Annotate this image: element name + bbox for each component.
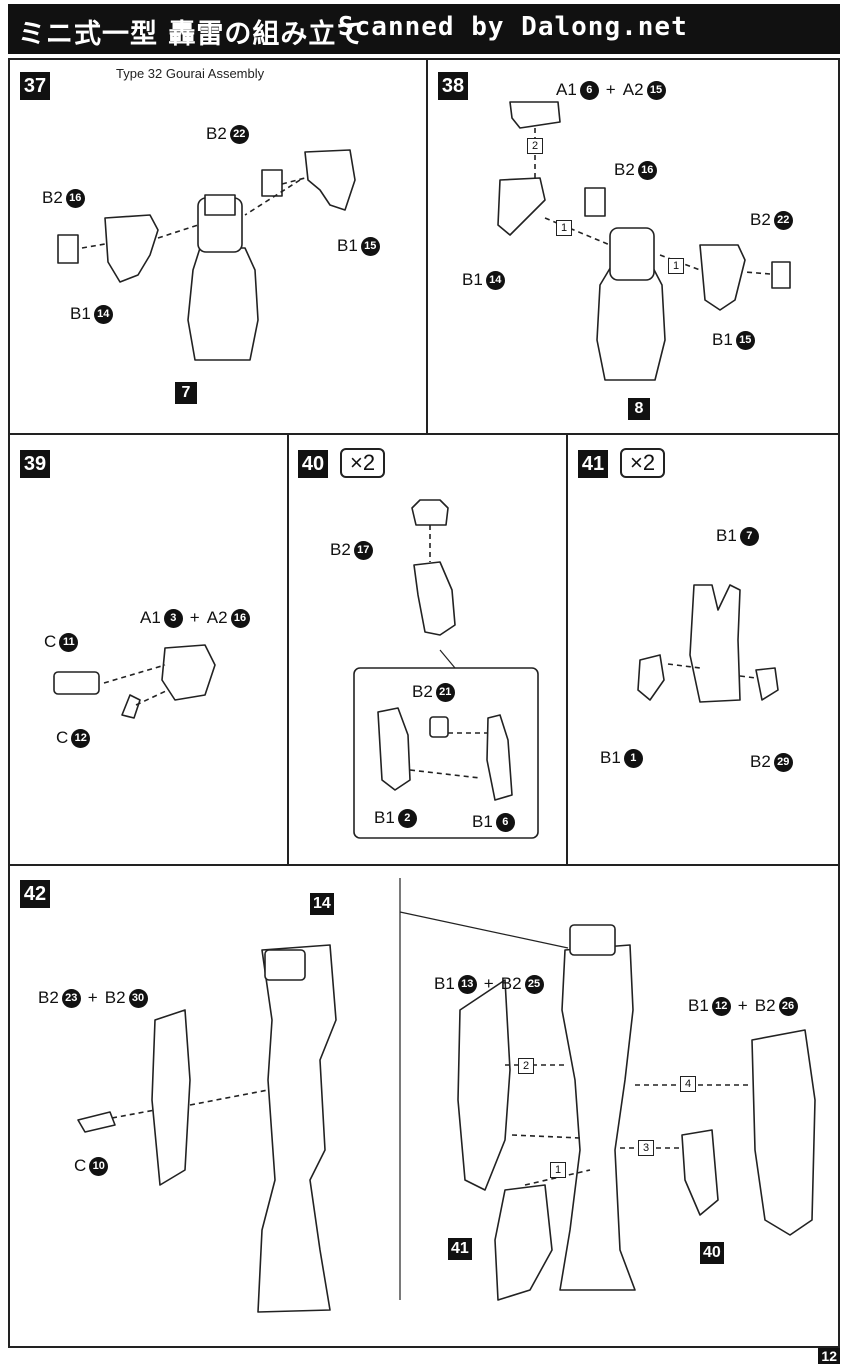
divider	[8, 864, 840, 866]
divider	[287, 433, 289, 866]
order-marker: 4	[680, 1076, 696, 1092]
step-number: 38	[438, 72, 468, 100]
divider	[566, 433, 568, 866]
step-number: 40	[298, 450, 328, 478]
step-number: 39	[20, 450, 50, 478]
assembly-ref: 40	[700, 1242, 724, 1264]
order-marker: 2	[527, 138, 543, 154]
divider	[426, 58, 428, 435]
step-subtitle: Type 32 Gourai Assembly	[116, 66, 265, 81]
order-marker: 1	[668, 258, 684, 274]
assembly-ref: 14	[310, 893, 334, 915]
order-marker: 2	[518, 1058, 534, 1074]
instruction-frame	[8, 58, 840, 1348]
divider	[8, 433, 840, 435]
step-number: 41	[578, 450, 608, 478]
assembly-ref: 7	[175, 382, 197, 404]
page-title: ミニ式一型 轟雷の組み立て	[18, 19, 365, 50]
page-number: 12	[818, 1348, 840, 1364]
assembly-ref: 8	[628, 398, 650, 420]
quantity-multiplier: ×2	[340, 448, 386, 478]
order-marker: 1	[556, 220, 572, 236]
scanner-watermark: Scanned by Dalong.net	[338, 12, 688, 42]
step-number: 37	[20, 72, 50, 100]
order-marker: 1	[550, 1162, 566, 1178]
step-number: 42	[20, 880, 50, 908]
page-header: ミニ式一型 轟雷の組み立て Scanned by Dalong.net	[8, 4, 840, 54]
order-marker: 3	[638, 1140, 654, 1156]
assembly-ref: 41	[448, 1238, 472, 1260]
quantity-multiplier: ×2	[620, 448, 666, 478]
